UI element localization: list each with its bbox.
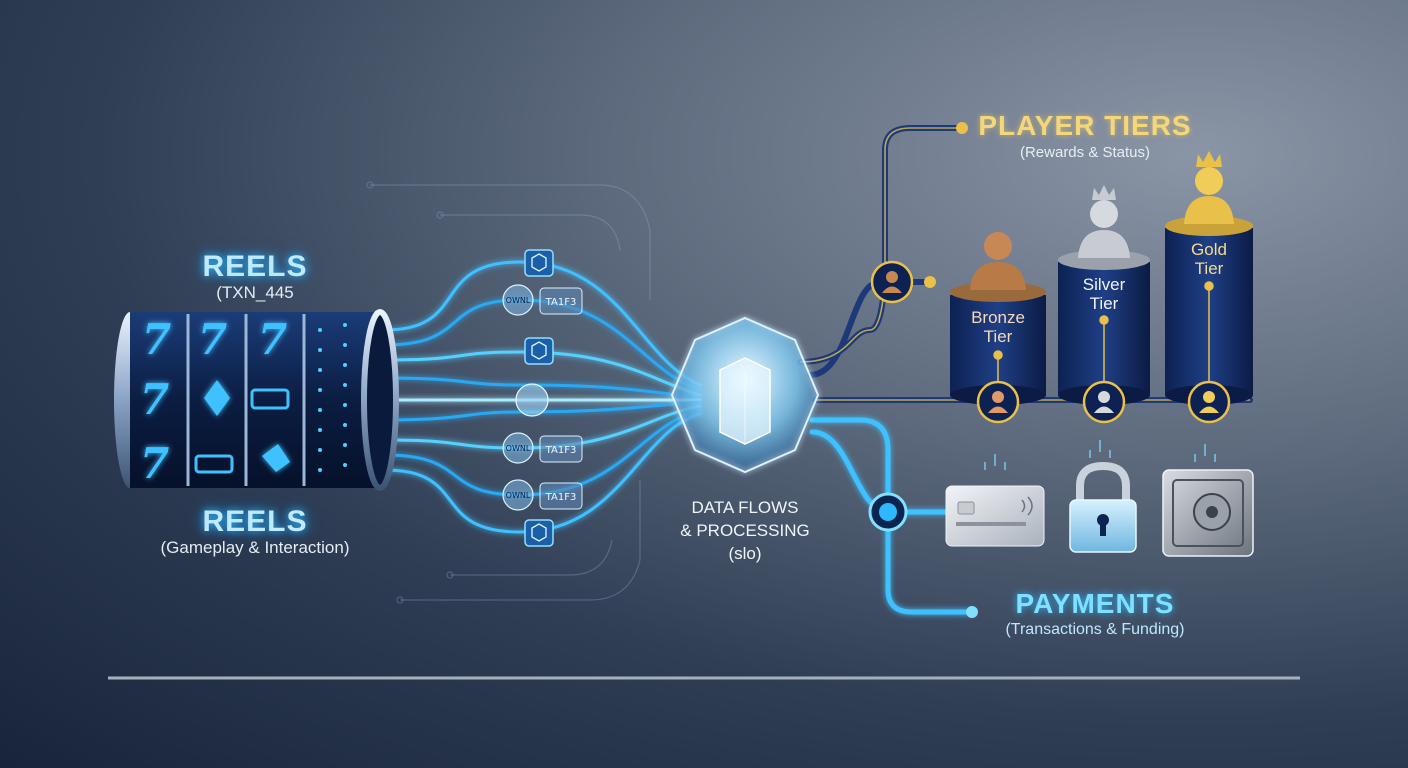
orb-label: OWNL bbox=[506, 491, 531, 500]
orb-label: OWNL bbox=[506, 296, 531, 305]
padlock-icon bbox=[1069, 461, 1137, 553]
svg-text:7: 7 bbox=[198, 315, 227, 364]
bronze-tier-word: Tier bbox=[983, 327, 1013, 346]
cube-chip bbox=[524, 519, 554, 547]
gold-tier-name: Gold bbox=[1191, 240, 1227, 259]
cube-chip bbox=[524, 337, 554, 365]
payment-hub-node bbox=[868, 492, 908, 532]
circuit-traces bbox=[366, 181, 651, 604]
svg-text:7: 7 bbox=[140, 375, 169, 424]
tier-node-dot bbox=[924, 276, 936, 288]
bronze-tier-pillar bbox=[950, 232, 1046, 405]
reels-subtitle: (Gameplay & Interaction) bbox=[160, 538, 350, 557]
payments-subtitle: (Transactions & Funding) bbox=[1005, 621, 1185, 638]
data-chip bbox=[539, 482, 583, 510]
silver-user-node-icon bbox=[1082, 380, 1126, 424]
chip-label: TA1F3 bbox=[545, 445, 577, 456]
silver-tier-word: Tier bbox=[1089, 294, 1119, 313]
data-flows-line-3: (slo) bbox=[728, 544, 762, 563]
credit-card-icon bbox=[945, 485, 1045, 547]
data-flows-line-1: DATA FLOWS bbox=[691, 498, 799, 517]
bronze-user-node-icon bbox=[976, 380, 1020, 424]
data-chip bbox=[539, 287, 583, 315]
slot-reels-icon: 7 7 7 7 7 bbox=[114, 309, 399, 491]
user-node-icon bbox=[870, 260, 914, 304]
flow-chips: TA1F3 TA1F3 TA1F3 OWNL OWNL OWNL bbox=[502, 249, 583, 547]
data-orb bbox=[502, 479, 534, 511]
player-tiers-subtitle: (Rewards & Status) bbox=[1019, 144, 1151, 161]
bronze-tier-label: Bronze Tier bbox=[955, 308, 1041, 346]
tier-node-dot bbox=[956, 122, 968, 134]
safe-vault-icon bbox=[1162, 469, 1254, 557]
chip-label: TA1F3 bbox=[545, 297, 577, 308]
reels-title: REELS bbox=[202, 250, 308, 283]
chip-label: TA1F3 bbox=[545, 492, 577, 503]
data-flows-title: DATA FLOWS & PROCESSING (slo) bbox=[660, 496, 830, 565]
data-chip bbox=[539, 435, 583, 463]
data-orb bbox=[515, 383, 549, 417]
svg-text:7: 7 bbox=[140, 439, 169, 488]
reels-id-label: (TXN_445 bbox=[216, 283, 294, 302]
gold-tier-word: Tier bbox=[1194, 259, 1224, 278]
data-orb bbox=[502, 432, 534, 464]
cube-chip bbox=[524, 249, 554, 277]
player-tiers-title: PLAYER TIERS bbox=[978, 110, 1192, 141]
payment-node-dot bbox=[966, 606, 978, 618]
processing-hub-icon bbox=[670, 316, 820, 474]
gold-user-node-icon bbox=[1187, 380, 1231, 424]
reels-title-secondary: REELS bbox=[202, 505, 308, 538]
gold-crown-icon bbox=[1196, 151, 1222, 167]
svg-text:7: 7 bbox=[142, 315, 171, 364]
silver-tier-name: Silver bbox=[1082, 275, 1126, 294]
svg-text:7: 7 bbox=[258, 315, 287, 364]
data-flows-line-2: & PROCESSING bbox=[680, 521, 810, 540]
silver-crown-icon bbox=[1092, 185, 1116, 200]
payments-title: PAYMENTS bbox=[1015, 588, 1175, 619]
gold-tier-label: Gold Tier bbox=[1168, 240, 1250, 278]
data-orb bbox=[502, 284, 534, 316]
orb-label: OWNL bbox=[506, 444, 531, 453]
silver-tier-label: Silver Tier bbox=[1062, 275, 1146, 313]
bronze-tier-name: Bronze bbox=[971, 308, 1025, 327]
